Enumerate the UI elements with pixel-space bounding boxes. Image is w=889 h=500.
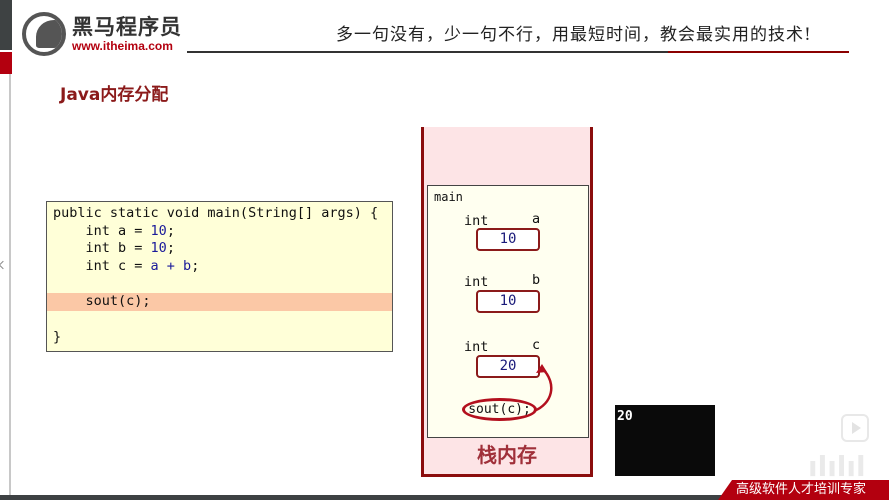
header-divider xyxy=(187,51,668,53)
code-text: ; xyxy=(191,258,200,275)
code-text: int c = xyxy=(53,258,151,275)
play-icon[interactable] xyxy=(841,414,869,442)
sout-statement: sout(c); xyxy=(462,398,537,421)
var-c-name: c xyxy=(532,337,541,353)
code-line-highlighted: sout(c); xyxy=(47,293,392,312)
left-accent-bar-dark xyxy=(0,0,12,50)
code-line: } xyxy=(53,328,62,345)
slogan: 多一句没有，少一句不行，用最短时间，教会最实用的技术! xyxy=(336,25,812,45)
console-output: 20 xyxy=(615,405,715,476)
code-literal: 10 xyxy=(150,222,167,239)
slide-title: Java内存分配 xyxy=(60,85,169,105)
footer-bar xyxy=(0,495,889,500)
code-text: ; xyxy=(166,222,175,239)
left-accent-bar-red xyxy=(0,52,12,74)
footer-banner xyxy=(718,480,889,500)
var-c-type: int xyxy=(464,339,489,355)
logo-url: www.itheima.com xyxy=(72,39,173,53)
logo-name: 黑马程序员 xyxy=(72,15,182,39)
code-line: int c = a + b; xyxy=(47,258,392,276)
horse-logo-icon xyxy=(22,12,66,56)
code-literal: 10 xyxy=(150,240,167,257)
code-expression: a + b xyxy=(150,258,192,275)
var-a-name: a xyxy=(532,211,541,227)
footer-banner-text: 高级软件人才培训专家 xyxy=(736,482,867,497)
code-text: int b = xyxy=(53,240,151,257)
arrow-icon xyxy=(533,364,553,413)
var-a-value: 10 xyxy=(476,228,540,251)
console-text: 20 xyxy=(617,409,633,424)
stack-memory-label: 栈内存 xyxy=(477,443,537,467)
code-line xyxy=(47,311,392,329)
code-text: ; xyxy=(166,240,175,257)
header-divider-accent xyxy=(668,51,849,53)
code-line xyxy=(47,276,392,294)
frame-label: main xyxy=(434,190,463,204)
code-block: public static void main(String[] args) {… xyxy=(46,201,393,352)
code-line: public static void main(String[] args) { xyxy=(53,205,379,221)
var-c-value: 20 xyxy=(476,355,540,378)
var-b-value: 10 xyxy=(476,290,540,313)
var-a-type: int xyxy=(464,213,489,229)
code-line: int a = 10; xyxy=(47,223,392,241)
cursor-icon xyxy=(0,260,8,270)
brand-logo: 黑马程序员 www.itheima.com xyxy=(22,12,182,56)
video-watermark-icon: ılılıl xyxy=(808,450,866,483)
main-stack-frame: main int a 10 int b 10 int c 20 sout(c); xyxy=(427,185,589,438)
var-b-type: int xyxy=(464,274,489,290)
code-line: int b = 10; xyxy=(47,240,392,258)
var-b-name: b xyxy=(532,272,541,288)
code-text: int a = xyxy=(53,222,151,239)
left-border-line xyxy=(9,74,11,500)
